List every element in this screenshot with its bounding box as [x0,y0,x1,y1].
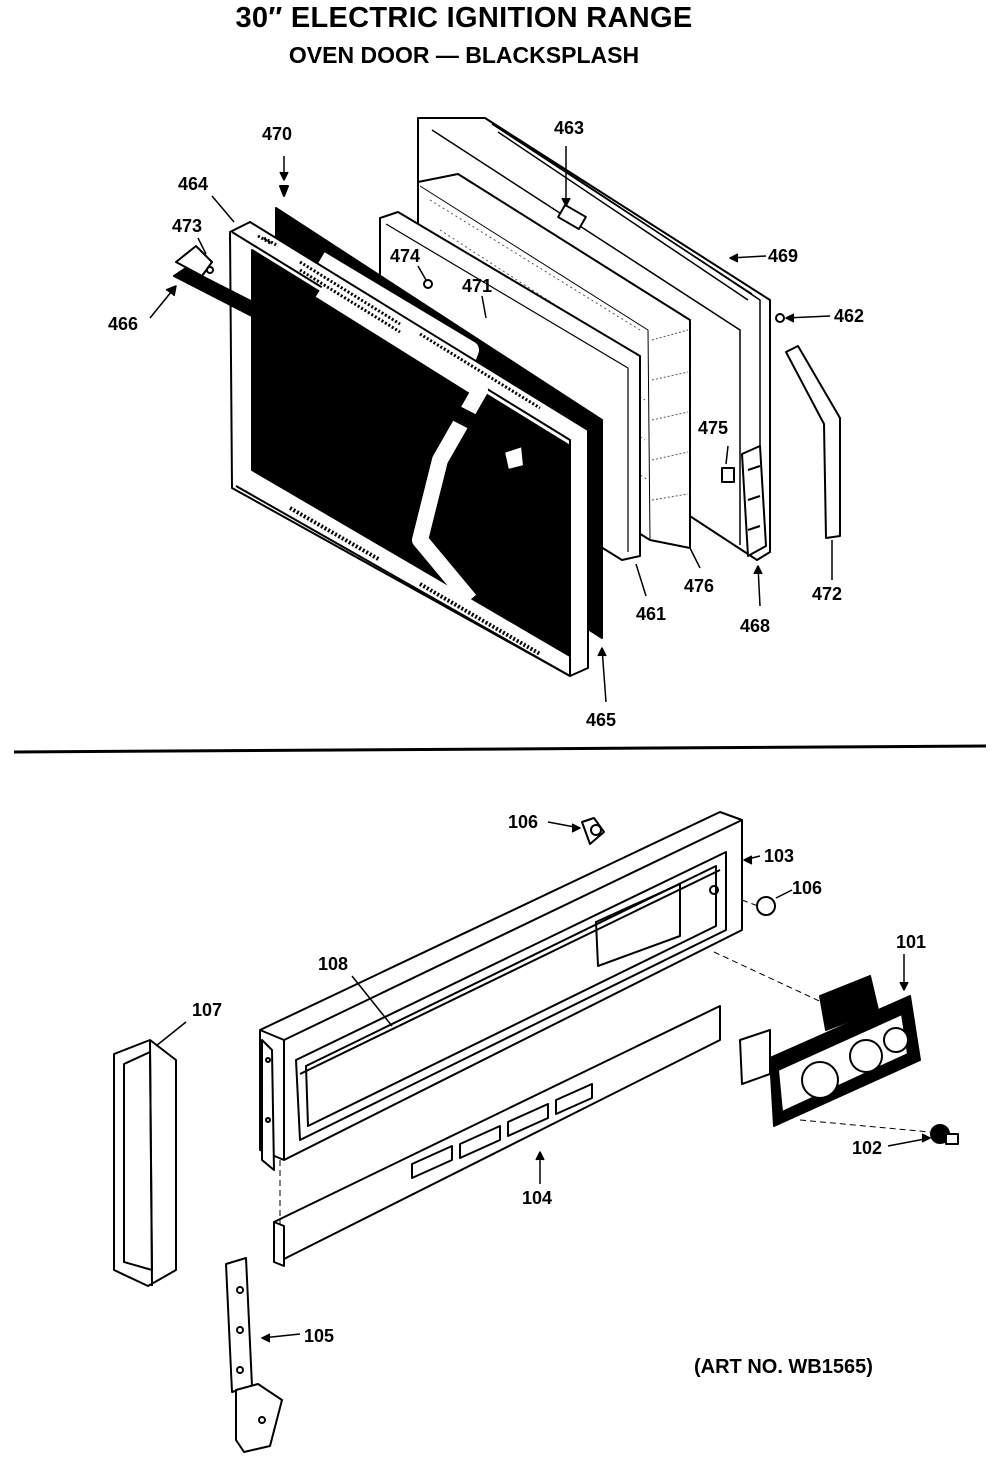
callout-473: 473 [172,216,203,236]
callout-474: 474 [390,246,421,266]
part-466-door-handle [173,245,533,471]
backsplash-assembly [113,811,959,1453]
alignment-lines [279,899,931,1224]
part-463-clip [557,203,587,231]
callout-103: 103 [764,846,795,866]
callout-469: 469 [768,246,799,266]
callout-466: 466 [108,314,139,334]
callout-463: 463 [554,118,585,138]
part-103-backsplash-panel [259,811,743,1171]
callout-465: 465 [586,710,617,730]
part-106-lamp-socket [581,817,605,845]
art-number: (ART NO. WB1565) [694,1356,873,1378]
oven-door-assembly [149,117,841,703]
callout-106-right: 106 [792,878,823,898]
leader-lines-oven-door [149,146,833,703]
callout-105: 105 [304,1326,335,1346]
callout-101: 101 [896,932,927,952]
part-472-side-trim [785,345,841,539]
part-106-lamp-socket-b [756,896,776,916]
callout-104: 104 [522,1188,553,1208]
part-107-end-cap [113,1039,177,1287]
part-101-timer-assembly [739,975,921,1127]
callout-464: 464 [178,174,209,194]
callout-108: 108 [318,954,349,974]
diagram-title: 30″ ELECTRIC IGNITION RANGE [235,2,693,34]
part-108-trim-strip [299,869,721,1075]
leader-lines-backsplash [155,821,931,1343]
callout-107: 107 [192,1000,223,1020]
part-470-screw [279,185,289,197]
callout-468: 468 [740,616,771,636]
callout-476: 476 [684,576,715,596]
callout-106-top: 106 [508,812,539,832]
callout-102: 102 [852,1138,883,1158]
part-104-lower-panel [273,1005,721,1267]
callout-471: 471 [462,276,493,296]
part-105-bracket [225,1257,283,1453]
callout-472: 472 [812,584,843,604]
callout-470: 470 [262,124,293,144]
callout-475: 475 [698,418,729,438]
callout-461: 461 [636,604,667,624]
part-474-screw [423,279,433,289]
callout-462: 462 [834,306,865,326]
section-divider [13,744,987,754]
part-468-hinge-channel [741,445,767,557]
part-462-screw [775,313,785,323]
part-102-control-knob [930,1124,959,1145]
part-475-clip [721,467,735,483]
diagram-subtitle: OVEN DOOR — BLACKSPLASH [288,42,640,68]
